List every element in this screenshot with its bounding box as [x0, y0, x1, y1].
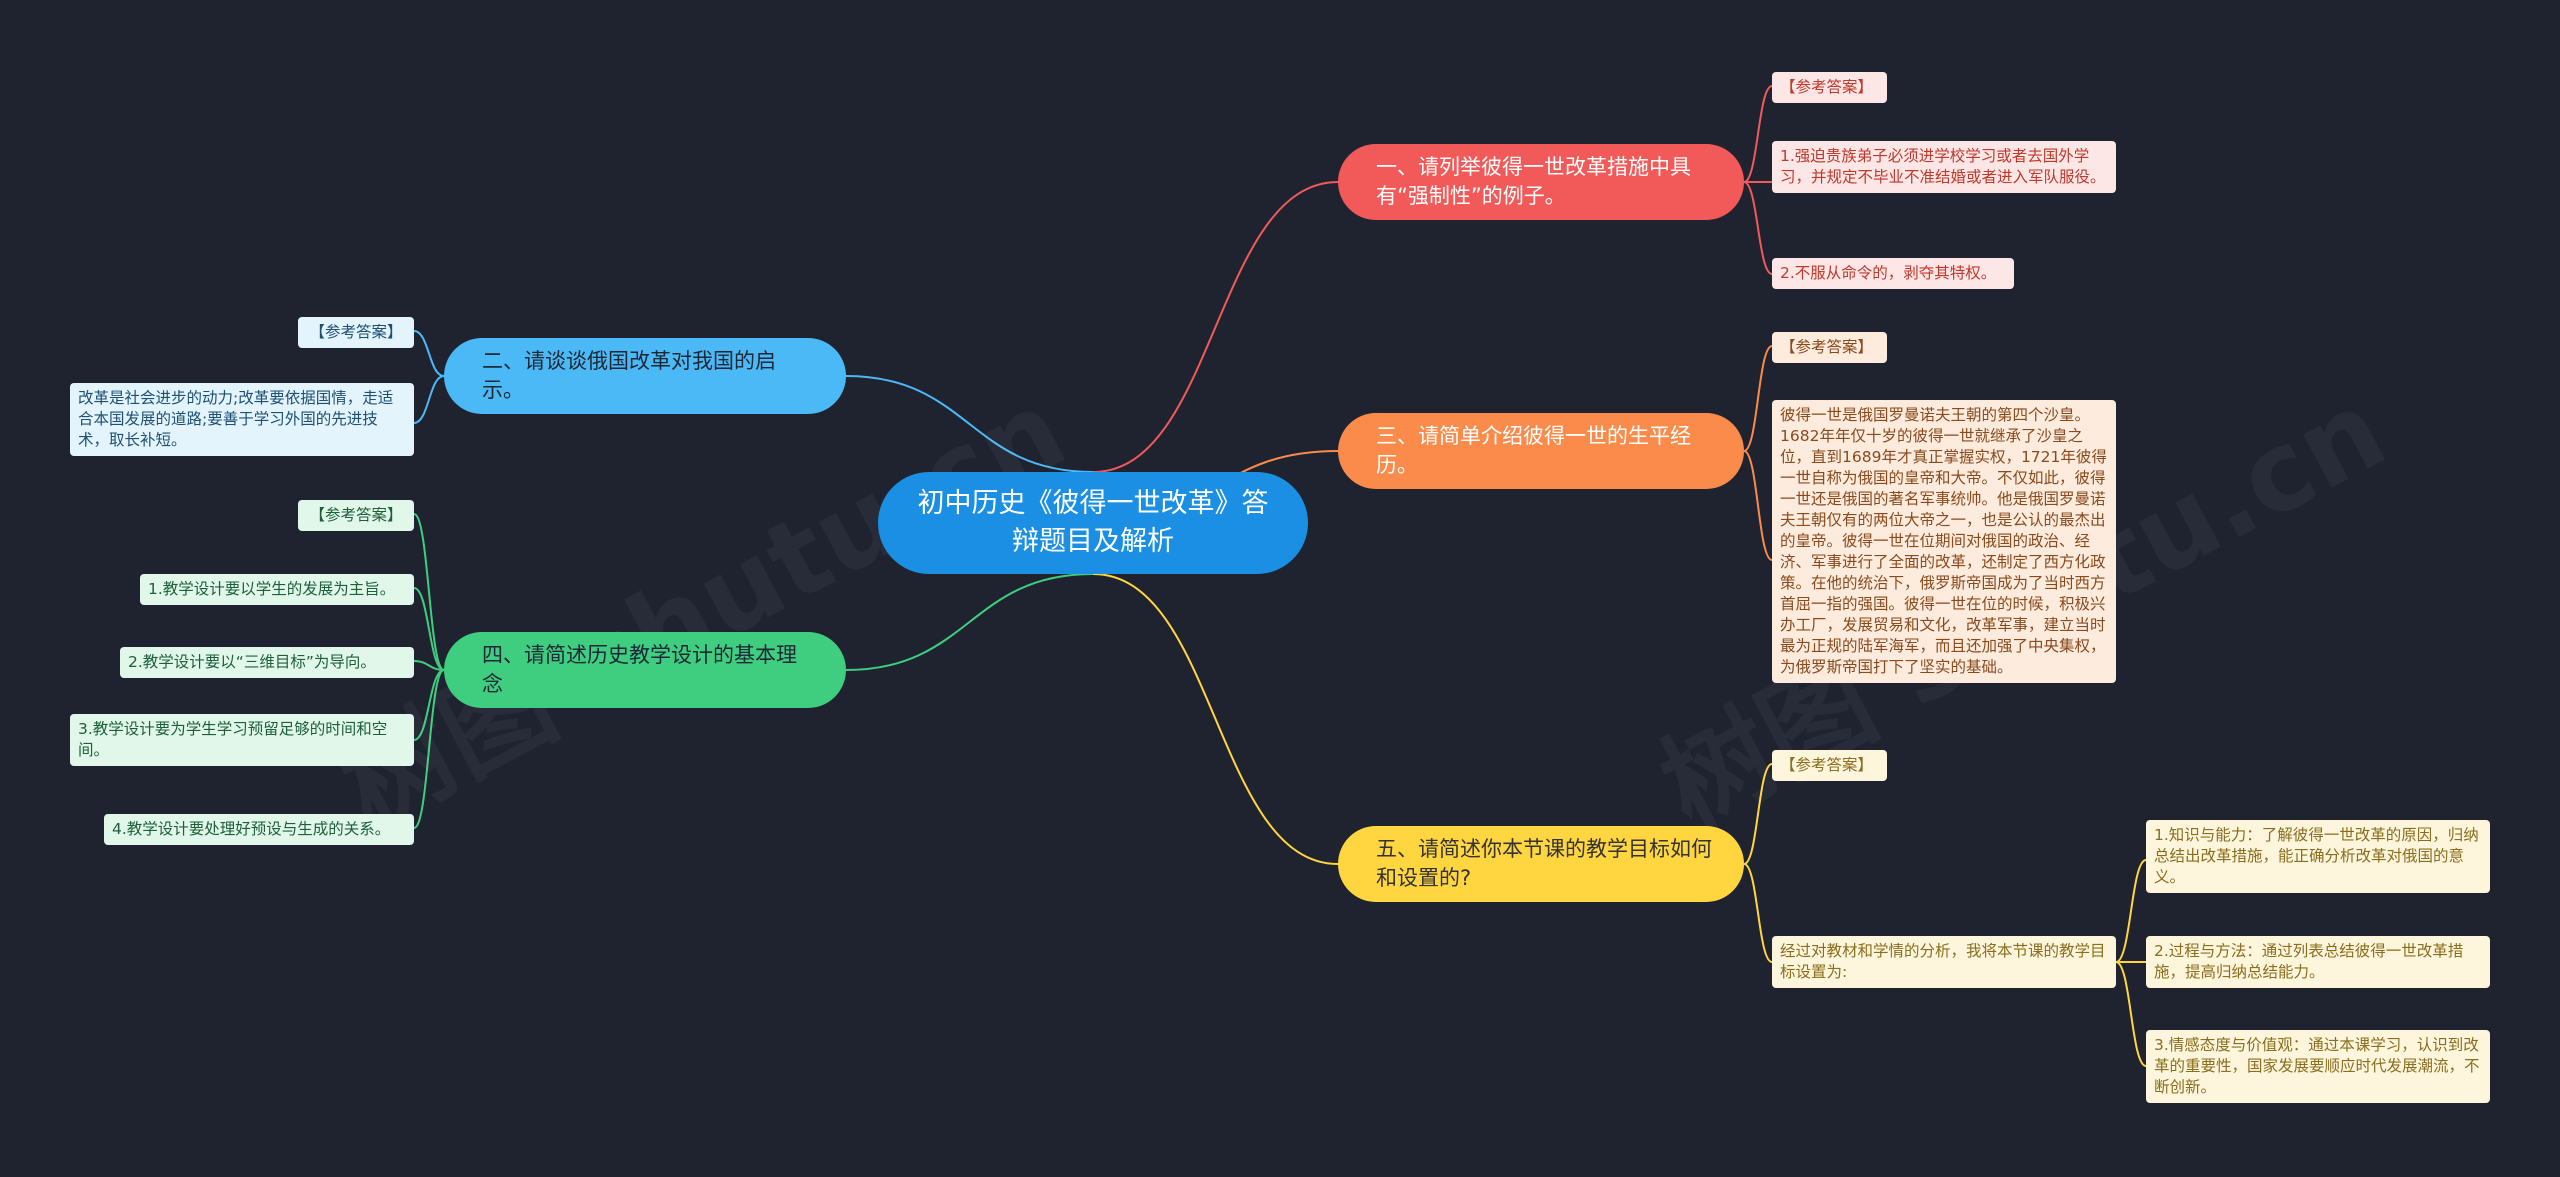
q1-item-2[interactable]: 2.不服从命令的，剥夺其特权。: [1772, 258, 2014, 289]
branch-q2[interactable]: 二、请谈谈俄国改革对我国的启示。: [444, 338, 846, 414]
q4-item-4[interactable]: 4.教学设计要处理好预设与生成的关系。: [104, 814, 414, 845]
link-q4-leaf-1: [413, 587, 445, 671]
link-q5-goal-2: [2115, 961, 2147, 1067]
q5-intro[interactable]: 经过对教材和学情的分析，我将本节课的教学目标设置为:: [1772, 936, 2116, 988]
link-root-q2: [845, 375, 1094, 473]
link-q1-leaf-2: [1743, 181, 1773, 275]
branch-q5-text: 五、请简述你本节课的教学目标如何和设置的?: [1376, 837, 1712, 890]
q2-answer[interactable]: 改革是社会进步的动力;改革要依据国情，走适合本国发展的道路;要善于学习外国的先进…: [70, 383, 414, 456]
root-topic-text: 初中历史《彼得一世改革》答辩题目及解析: [917, 488, 1269, 557]
root-topic[interactable]: 初中历史《彼得一世改革》答辩题目及解析: [878, 472, 1308, 574]
link-q3-leaf-1: [1743, 450, 1773, 561]
branch-q1[interactable]: 一、请列举彼得一世改革措施中具有“强制性”的例子。: [1338, 144, 1744, 220]
q5-goal-3[interactable]: 3.情感态度与价值观：通过本课学习，认识到改革的重要性，国家发展要顺应时代发展潮…: [2146, 1030, 2490, 1103]
q4-item-1[interactable]: 1.教学设计要以学生的发展为主旨。: [140, 574, 414, 605]
q4-item-3[interactable]: 3.教学设计要为学生学习预留足够的时间和空间。: [70, 714, 414, 766]
q3-answer-tag[interactable]: 【参考答案】: [1772, 332, 1887, 363]
link-q1-leaf-0: [1743, 85, 1773, 183]
q5-goal-1[interactable]: 1.知识与能力：了解彼得一世改革的原因，归纳总结出改革措施，能正确分析改革对俄国…: [2146, 820, 2490, 893]
link-q2-leaf-1: [413, 375, 445, 424]
link-q4-leaf-4: [413, 669, 445, 829]
q1-answer-tag[interactable]: 【参考答案】: [1772, 72, 1887, 103]
link-q3-leaf-0: [1743, 345, 1773, 452]
branch-q2-text: 二、请谈谈俄国改革对我国的启示。: [482, 349, 776, 402]
link-q2-leaf-0: [413, 330, 445, 377]
link-q4-leaf-3: [413, 669, 445, 741]
q4-item-2[interactable]: 2.教学设计要以“三维目标”为导向。: [120, 647, 414, 678]
q5-answer-tag[interactable]: 【参考答案】: [1772, 750, 1887, 781]
link-q5-goal-0: [2115, 859, 2147, 963]
link-q4-leaf-2: [413, 660, 445, 671]
link-root-q5: [1092, 573, 1339, 865]
branch-q5[interactable]: 五、请简述你本节课的教学目标如何和设置的?: [1338, 826, 1744, 902]
branch-q4-text: 四、请简述历史教学设计的基本理念: [482, 643, 797, 696]
q4-answer-tag[interactable]: 【参考答案】: [298, 500, 414, 531]
q1-item-1[interactable]: 1.强迫贵族弟子必须进学校学习或者去国外学习，并规定不毕业不准结婚或者进入军队服…: [1772, 141, 2116, 193]
link-root-q4: [845, 573, 1094, 671]
branch-q3-text: 三、请简单介绍彼得一世的生平经历。: [1376, 424, 1691, 477]
q2-answer-tag[interactable]: 【参考答案】: [298, 317, 414, 348]
link-q5-leaf-0: [1743, 763, 1773, 865]
link-q4-leaf-0: [413, 513, 445, 671]
branch-q1-text: 一、请列举彼得一世改革措施中具有“强制性”的例子。: [1376, 155, 1691, 208]
q5-goal-2[interactable]: 2.过程与方法：通过列表总结彼得一世改革措施，提高归纳总结能力。: [2146, 936, 2490, 988]
branch-q3[interactable]: 三、请简单介绍彼得一世的生平经历。: [1338, 413, 1744, 489]
link-q5-leaf-1: [1743, 863, 1773, 963]
link-root-q1: [1092, 181, 1339, 473]
q3-answer[interactable]: 彼得一世是俄国罗曼诺夫王朝的第四个沙皇。1682年年仅十岁的彼得一世就继承了沙皇…: [1772, 400, 2116, 683]
branch-q4[interactable]: 四、请简述历史教学设计的基本理念: [444, 632, 846, 708]
